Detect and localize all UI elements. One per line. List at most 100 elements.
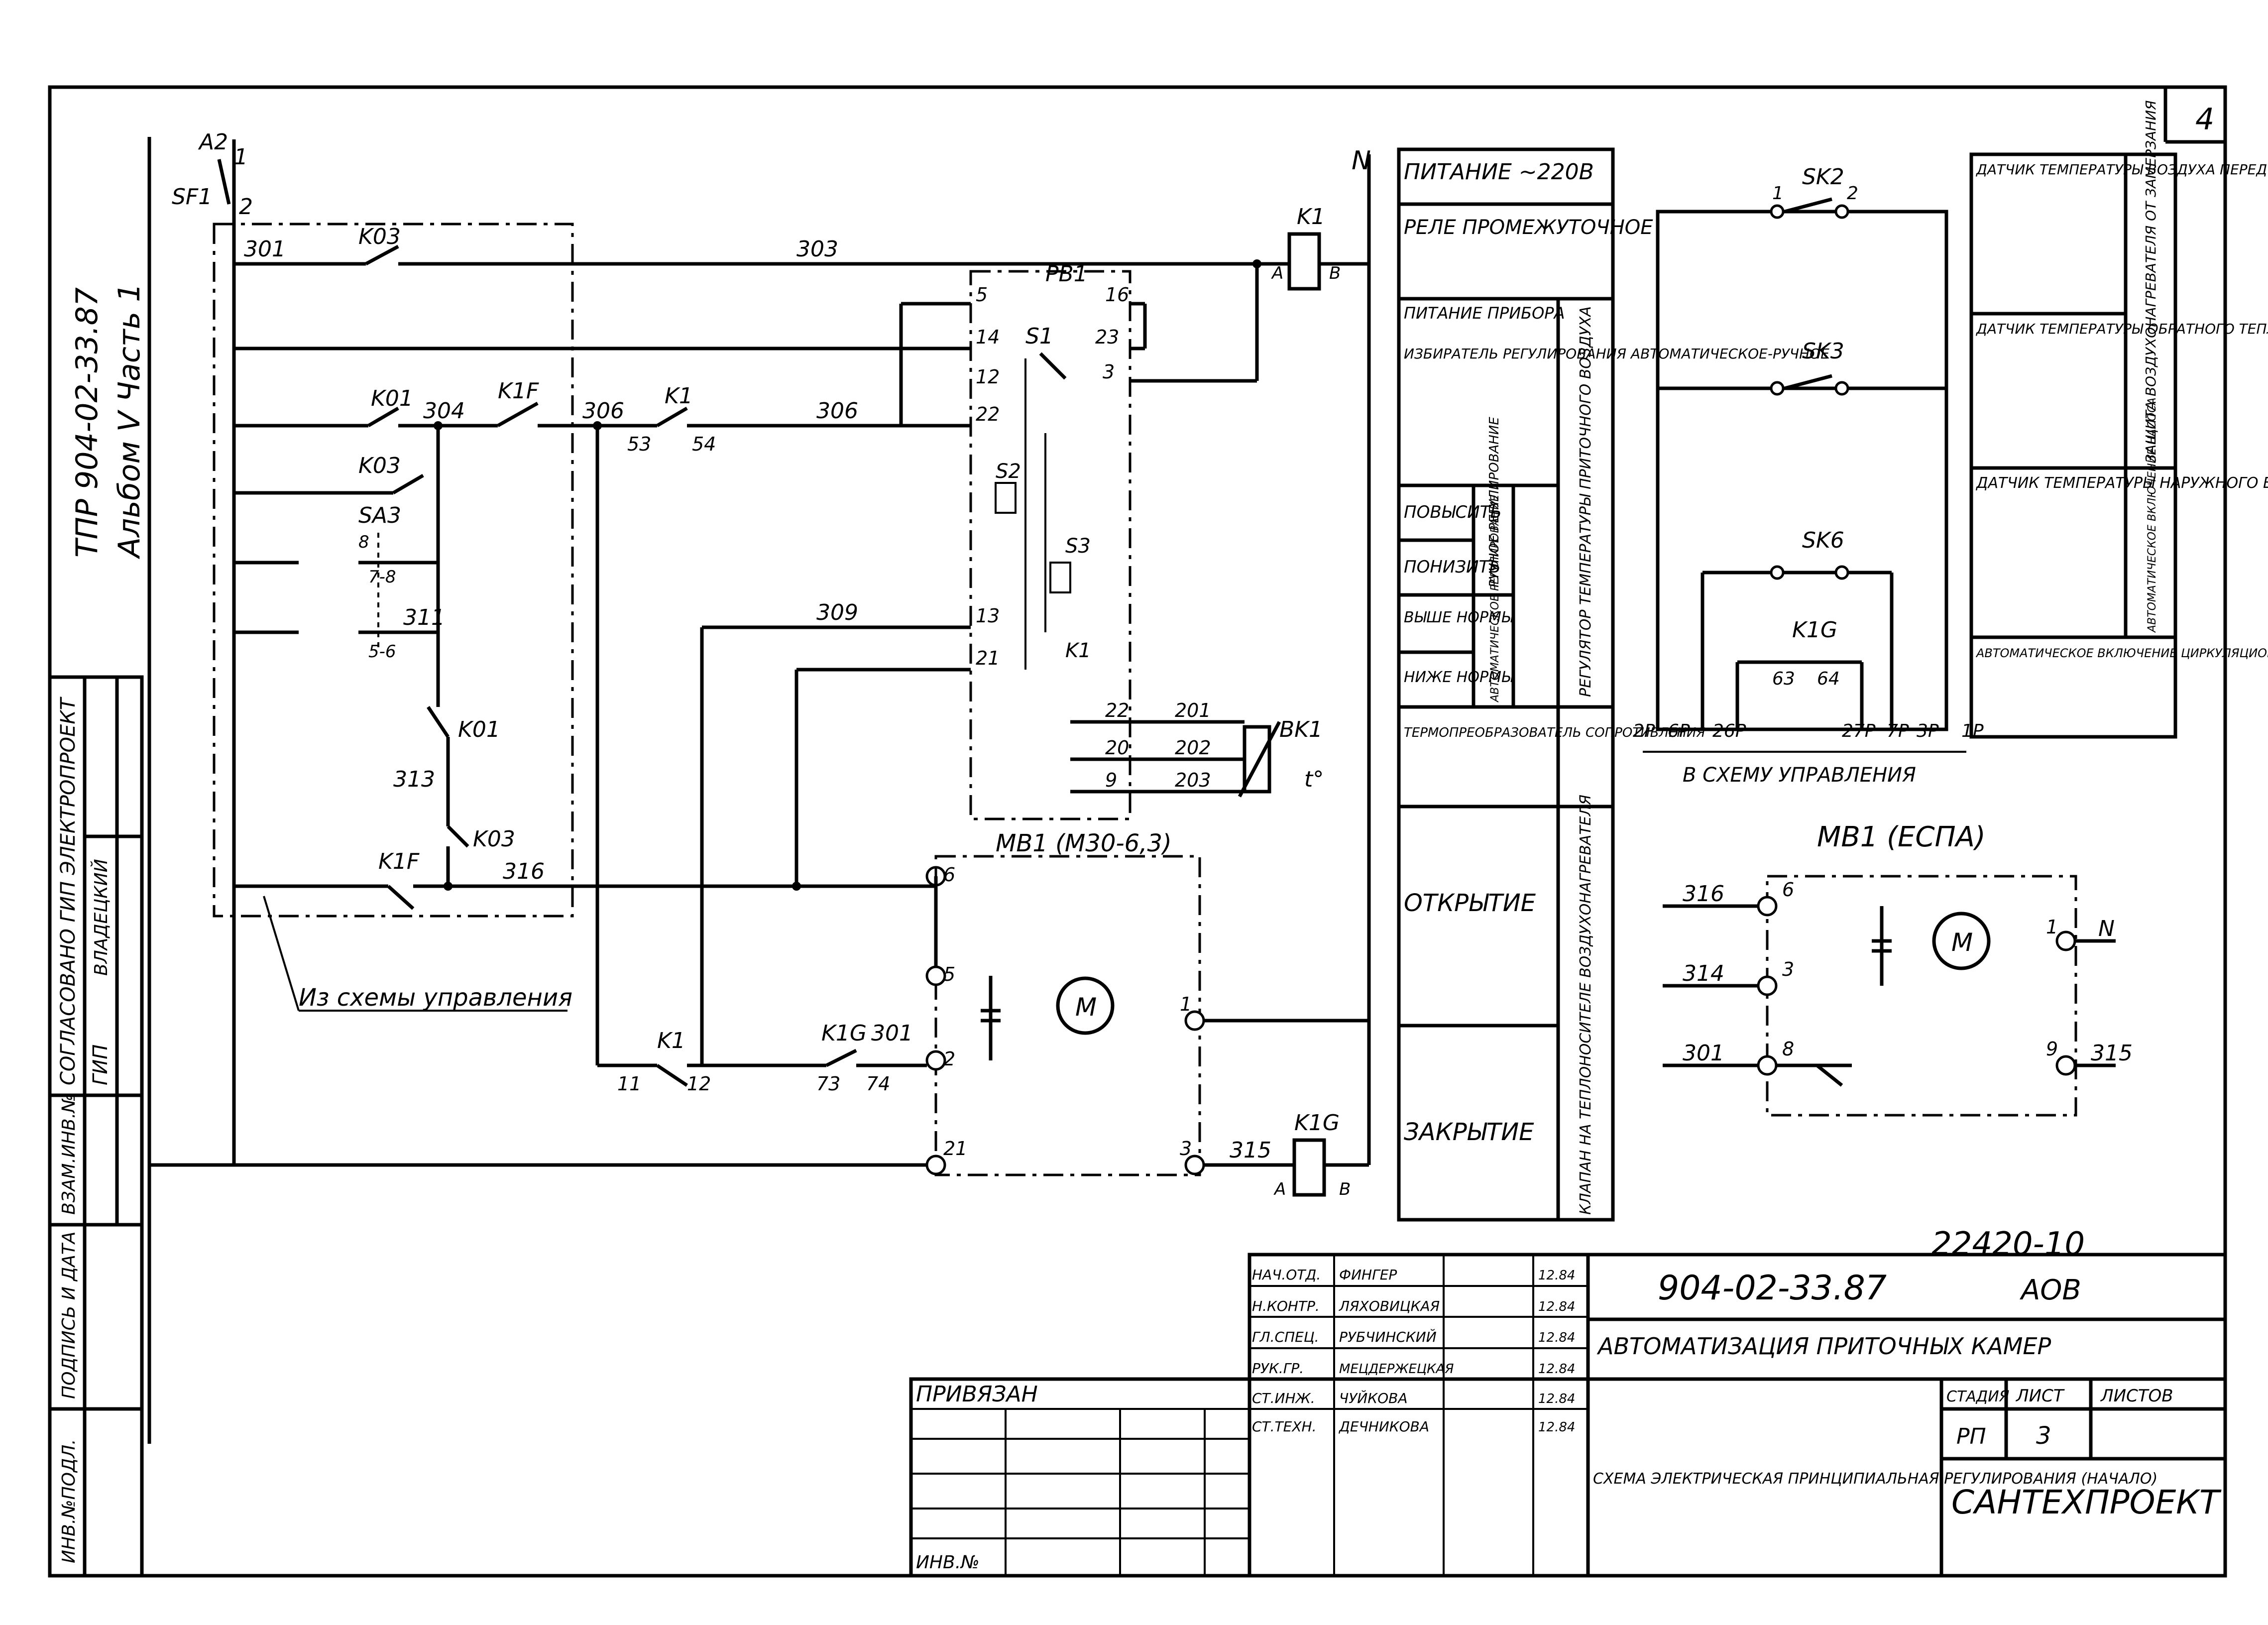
- svg-text:12.84: 12.84: [1538, 1392, 1575, 1406]
- svg-text:САНТЕХПРОЕКТ: САНТЕХПРОЕКТ: [1951, 1483, 2222, 1521]
- svg-text:12.84: 12.84: [1538, 1362, 1575, 1377]
- svg-text:3P: 3P: [1917, 721, 1939, 741]
- margin-title: ТПР 904-02-33.87: [70, 287, 105, 558]
- sf1-switch: [217, 159, 231, 205]
- svg-text:2: 2: [943, 1048, 955, 1070]
- svg-text:ПИТАНИЕ ПРИБОРА: ПИТАНИЕ ПРИБОРА: [1404, 304, 1565, 323]
- sk2-contact: [1784, 197, 1832, 214]
- svg-text:ДЕЧНИКОВА: ДЕЧНИКОВА: [1338, 1418, 1429, 1435]
- svg-text:КЛАПАН НА ТЕПЛОНОСИТЕЛЕ ВОЗДУХ: КЛАПАН НА ТЕПЛОНОСИТЕЛЕ ВОЗДУХОНАГРЕВАТЕ…: [1577, 795, 1594, 1215]
- svg-text:9: 9: [1105, 769, 1117, 791]
- inv-podl-label: ИНВ.№ПОДЛ.: [59, 1439, 79, 1563]
- svg-text:ПОВЫСИТЬ: ПОВЫСИТЬ: [1404, 502, 1502, 522]
- svg-text:22: 22: [976, 403, 1000, 425]
- svg-text:K1: K1: [657, 1028, 685, 1053]
- svg-text:M: M: [1075, 993, 1097, 1022]
- svg-text:306: 306: [816, 398, 858, 424]
- svg-text:314: 314: [1683, 961, 1724, 986]
- svg-text:SK2: SK2: [1802, 164, 1844, 190]
- svg-text:K1G: K1G: [1792, 617, 1837, 643]
- svg-text:12: 12: [687, 1073, 711, 1095]
- svg-text:ВЫШЕ НОРМЫ: ВЫШЕ НОРМЫ: [1404, 609, 1514, 626]
- svg-text:АВТОМАТИЧЕСКОЕ ВКЛЮЧЕНИЕ ЦИРКУ: АВТОМАТИЧЕСКОЕ ВКЛЮЧЕНИЕ ЦИРКУЛЯЦИОННОГО…: [1975, 646, 2268, 660]
- svg-text:РУК.ГР.: РУК.ГР.: [1252, 1360, 1304, 1377]
- svg-text:8: 8: [358, 532, 369, 552]
- svg-text:НАЧ.ОТД.: НАЧ.ОТД.: [1252, 1267, 1321, 1283]
- svg-text:6: 6: [943, 864, 955, 886]
- svg-text:316: 316: [1683, 881, 1724, 907]
- svg-text:РП: РП: [1956, 1424, 1986, 1449]
- svg-text:ДАТЧИК ТЕМПЕРАТУРЫ НАРУЖНОГО В: ДАТЧИК ТЕМПЕРАТУРЫ НАРУЖНОГО ВОЗДУХА: [1975, 474, 2268, 492]
- svg-text:306: 306: [582, 398, 624, 424]
- svg-text:A: A: [1271, 263, 1283, 283]
- svg-text:ДАТЧИК ТЕМПЕРАТУРЫ ОБРАТНОГО Т: ДАТЧИК ТЕМПЕРАТУРЫ ОБРАТНОГО ТЕПЛОНОСИТЕ…: [1975, 321, 2268, 337]
- svg-text:22420-10: 22420-10: [1931, 1226, 2085, 1263]
- k03-contact: [365, 244, 399, 266]
- k1-contact-53: [656, 406, 688, 428]
- svg-text:СТАДИЯ: СТАДИЯ: [1946, 1388, 2010, 1405]
- svg-text:K03: K03: [358, 453, 401, 478]
- svg-text:7-8: 7-8: [368, 567, 396, 587]
- svg-text:РЕЛЕ ПРОМЕЖУТОЧНОЕ: РЕЛЕ ПРОМЕЖУТОЧНОЕ: [1404, 216, 1653, 239]
- svg-text:Н.КОНТР.: Н.КОНТР.: [1252, 1298, 1320, 1314]
- svg-text:1: 1: [1772, 183, 1784, 204]
- sk3-contact: [1784, 374, 1832, 390]
- margin-album: Альбом V Часть 1: [112, 283, 147, 560]
- svg-text:27P: 27P: [1842, 721, 1876, 741]
- motor-symbol: [1056, 976, 1115, 1035]
- k1g-coil: [1292, 1138, 1326, 1197]
- svg-text:3: 3: [1103, 361, 1115, 383]
- svg-text:N: N: [2098, 916, 2115, 941]
- svg-text:1: 1: [234, 144, 248, 170]
- neutral-label: N: [1352, 146, 1371, 176]
- svg-text:5: 5: [943, 963, 955, 985]
- svg-text:ЗАЩИТА ВОЗДУХОНАГРЕВАТЕЛЯ ОТ З: ЗАЩИТА ВОЗДУХОНАГРЕВАТЕЛЯ ОТ ЗАМЕРЗАНИЯ: [2143, 100, 2159, 463]
- svg-text:АОВ: АОВ: [2020, 1274, 2081, 1306]
- k03-nc-contact: [447, 825, 469, 848]
- svg-text:АВТОМАТИЗАЦИЯ ПРИТОЧНЫХ КАМЕР: АВТОМАТИЗАЦИЯ ПРИТОЧНЫХ КАМЕР: [1596, 1333, 2051, 1360]
- svg-text:M: M: [1951, 928, 1973, 957]
- svg-text:K1: K1: [665, 383, 693, 409]
- svg-text:201: 201: [1175, 699, 1211, 721]
- svg-text:СТ.ИНЖ.: СТ.ИНЖ.: [1252, 1390, 1315, 1406]
- svg-text:ЧУЙКОВА: ЧУЙКОВА: [1339, 1390, 1407, 1406]
- svg-text:K1: K1: [1065, 639, 1091, 662]
- svg-text:t°: t°: [1304, 767, 1324, 792]
- regulation-circuit: A2 1 SF1 2 N 301 K03 303 K1 A B PB1 5 16: [147, 129, 1371, 1444]
- svg-text:K03: K03: [358, 224, 401, 249]
- svg-text:ЛИСТОВ: ЛИСТОВ: [2100, 1386, 2173, 1406]
- sa3-label: SA3: [358, 503, 401, 528]
- svg-text:304: 304: [423, 398, 465, 424]
- svg-text:PB1: PB1: [1045, 261, 1088, 287]
- svg-text:K1F: K1F: [498, 378, 539, 404]
- svg-text:5-6: 5-6: [368, 642, 396, 662]
- svg-text:9: 9: [2046, 1038, 2058, 1060]
- svg-text:B: B: [1329, 263, 1341, 283]
- s1-switch: [1039, 352, 1067, 380]
- svg-text:K1: K1: [1297, 204, 1325, 230]
- k1f-contact: [497, 401, 539, 428]
- svg-text:НИЖЕ НОРМЫ: НИЖЕ НОРМЫ: [1404, 669, 1514, 686]
- svg-text:ПРИВЯЗАН: ПРИВЯЗАН: [916, 1382, 1038, 1407]
- svg-text:14: 14: [976, 326, 1000, 348]
- svg-text:73: 73: [816, 1073, 840, 1095]
- svg-text:ЛИСТ: ЛИСТ: [2015, 1386, 2065, 1406]
- svg-text:ФИНГЕР: ФИНГЕР: [1339, 1267, 1397, 1283]
- svg-text:1: 1: [2046, 916, 2058, 938]
- svg-text:B: B: [1339, 1179, 1351, 1199]
- supply-label: A2: [198, 129, 228, 155]
- svg-text:54: 54: [692, 433, 716, 455]
- sensor-circuit: SK2 1 2 SK3 SK6 K1G 63 64 2P 6P 26P 27P …: [1633, 164, 1984, 787]
- approval-stamp: [48, 675, 144, 1578]
- svg-text:S1: S1: [1025, 324, 1053, 349]
- svg-text:K03: K03: [473, 826, 515, 852]
- svg-text:11: 11: [617, 1073, 641, 1095]
- svg-text:S2: S2: [996, 460, 1021, 483]
- svg-text:ГЛ.СПЕЦ.: ГЛ.СПЕЦ.: [1252, 1329, 1319, 1345]
- svg-text:6P: 6P: [1668, 721, 1690, 741]
- svg-text:S3: S3: [1065, 535, 1091, 558]
- gip-name: ВЛАДЕЦКИЙ: [91, 859, 112, 976]
- legend-table: ПИТАНИЕ ~220В РЕЛЕ ПРОМЕЖУТОЧНОЕ ПИТАНИЕ…: [1397, 147, 1829, 1222]
- svg-text:РУЧНОЕ РЕГУЛИРОВАНИЕ: РУЧНОЕ РЕГУЛИРОВАНИЕ: [1487, 417, 1502, 587]
